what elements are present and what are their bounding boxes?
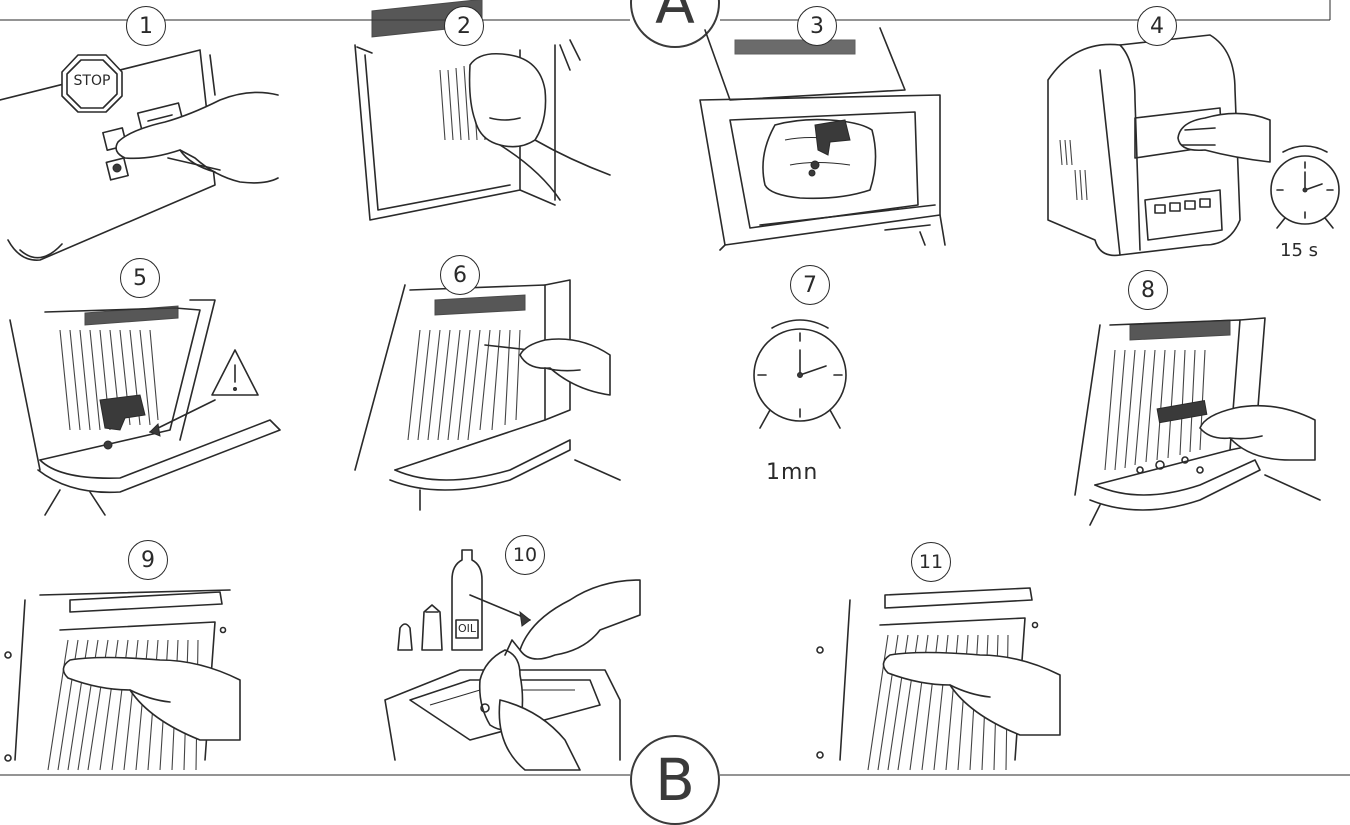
step-number-8: 8 (1128, 270, 1168, 310)
step-number-9: 9 (128, 540, 168, 580)
step-number-11: 11 (911, 542, 951, 582)
step10-illustration (385, 550, 640, 770)
illustrations-layer (0, 0, 1350, 780)
stop-sign-label: STOP (62, 73, 122, 89)
step3-illustration (700, 28, 945, 250)
step-number-4: 4 (1137, 6, 1177, 46)
step1-illustration (0, 50, 278, 260)
step6-illustration (355, 280, 620, 510)
step4-illustration (1048, 35, 1339, 255)
step-number-2: 2 (444, 6, 484, 46)
step9-illustration (5, 590, 240, 770)
step-number-5: 5 (120, 258, 160, 298)
step11-illustration (817, 588, 1060, 770)
step-number-6: 6 (440, 255, 480, 295)
step-number-3: 3 (797, 6, 837, 46)
oil-bottle-label: OIL (455, 622, 479, 635)
step5-illustration (10, 300, 280, 515)
step8-illustration (1075, 318, 1320, 525)
step7-illustration (754, 320, 846, 428)
step-number-7: 7 (790, 265, 830, 305)
timer-15s-label: 15 s (1280, 240, 1318, 261)
step-number-1: 1 (126, 6, 166, 46)
cleaning-instructions-diagram: A B (0, 0, 1350, 780)
timer-1mn-label: 1mn (766, 460, 818, 485)
step-number-10: 10 (505, 535, 545, 575)
